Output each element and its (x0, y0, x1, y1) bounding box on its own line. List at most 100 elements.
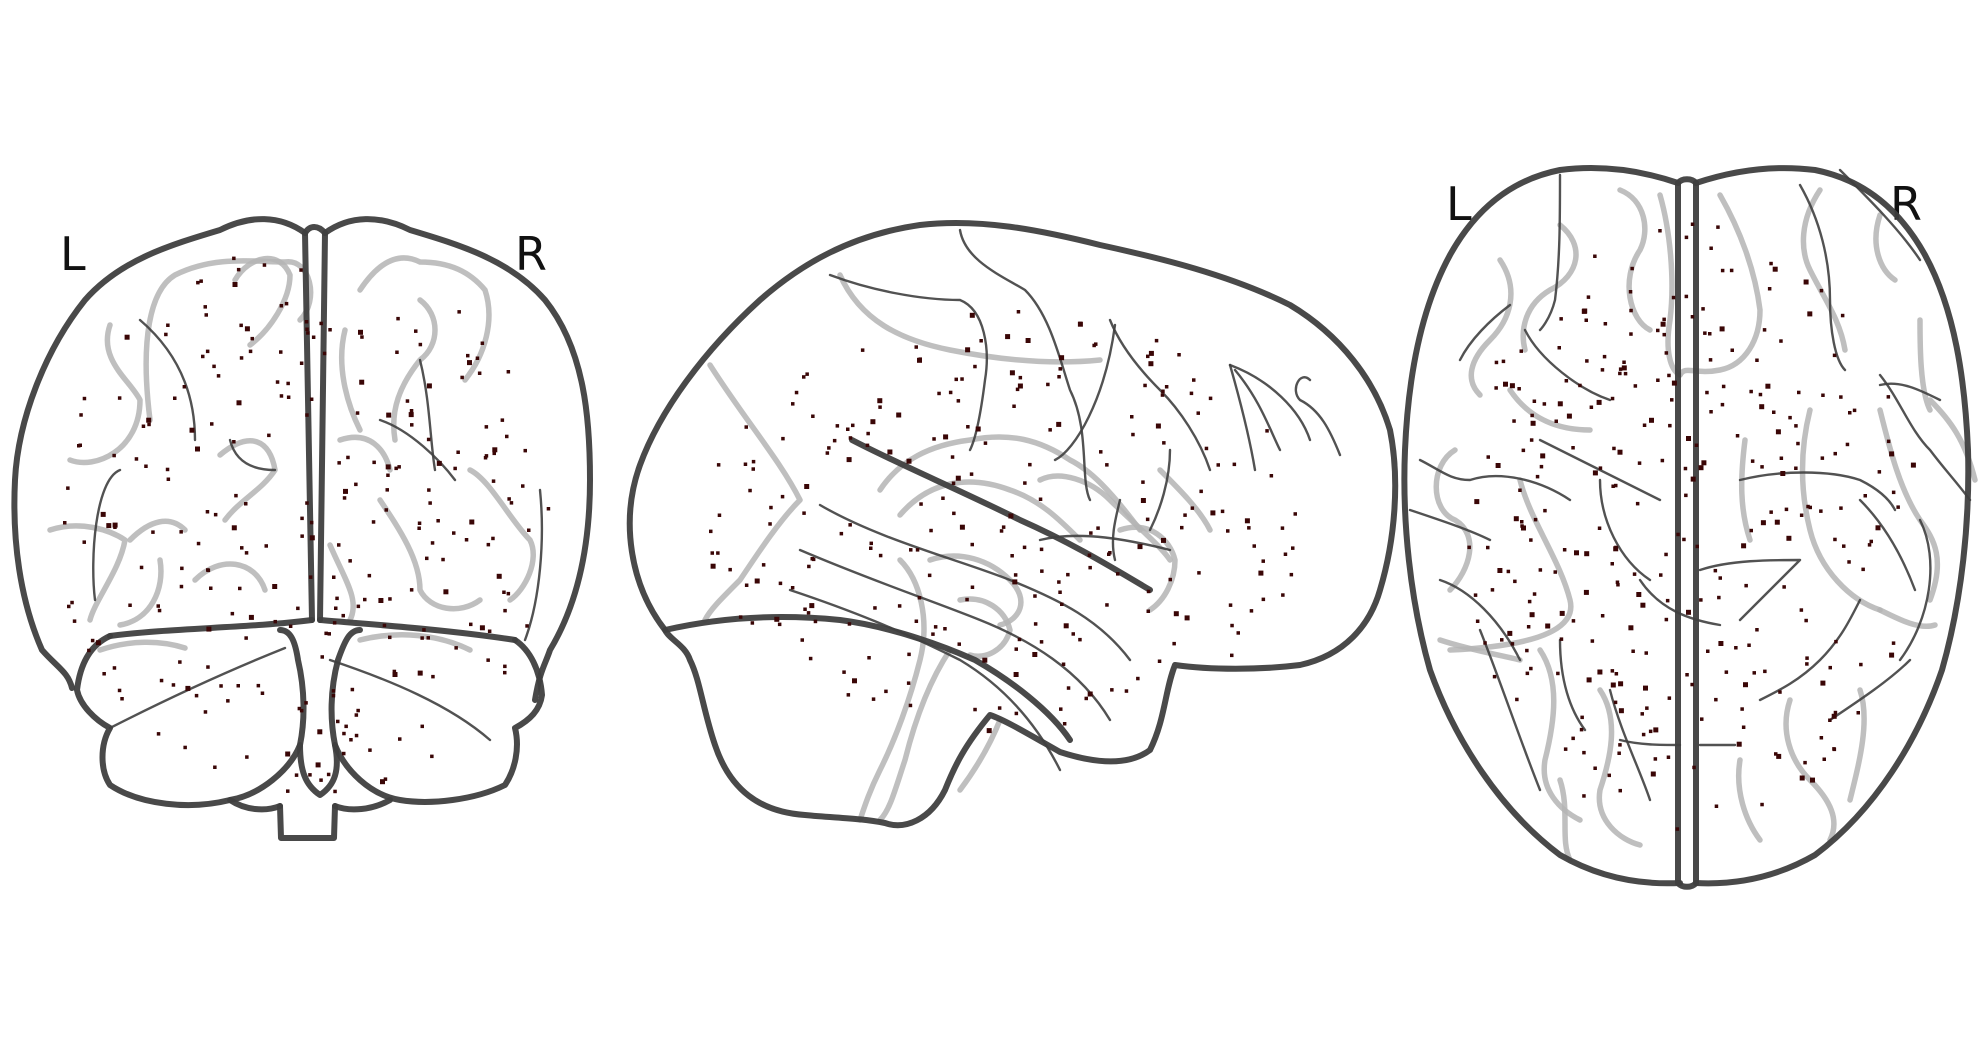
sagittal-activation-dot (1161, 389, 1165, 393)
axial-activation-dot (1828, 665, 1832, 670)
axial-activation-dot (1521, 448, 1526, 453)
coronal-activation-dot (418, 342, 423, 347)
coronal-activation-dot (203, 305, 207, 309)
axial-activation-dot (1529, 538, 1533, 542)
axial-activation-dot (1492, 674, 1497, 679)
sagittal-activation-dot (937, 391, 941, 396)
sagittal-activation-dot (918, 357, 922, 361)
sagittal-activation-dot (957, 642, 961, 646)
axial-activation-dot (1628, 625, 1634, 631)
sagittal-activation-dot (780, 494, 785, 499)
coronal-activation-dot (430, 754, 434, 759)
sagittal-activation-dot (751, 467, 755, 471)
coronal-activation-dot (304, 701, 308, 705)
coronal-activation-dot (454, 646, 458, 650)
axial-activation-dot (1612, 446, 1616, 451)
coronal-activation-dot (304, 320, 309, 324)
axial-activation-dot (1517, 387, 1521, 391)
coronal-activation-dot (300, 516, 304, 521)
axial-activation-dot (1694, 443, 1699, 447)
axial-activation-dot (1769, 510, 1773, 514)
coronal-activation-dot (326, 772, 331, 777)
coronal-activation-dot (245, 755, 249, 759)
axial-activation-dot (1607, 773, 1611, 778)
sagittal-activation-dot (754, 578, 760, 584)
axial-activation-dot (1779, 339, 1783, 343)
sagittal-activation-dot (1136, 676, 1140, 681)
axial-activation-dot (1765, 383, 1771, 389)
coronal-activation-dot (410, 423, 414, 427)
coronal-activation-dot (453, 466, 457, 471)
sagittal-activation-dot (1059, 707, 1063, 711)
sagittal-activation-dot (716, 463, 721, 467)
coronal-activation-dot (286, 381, 290, 386)
axial-activation-dot (1686, 436, 1691, 441)
sagittal-activation-dot (1130, 415, 1134, 419)
coronal-activation-dot (117, 396, 122, 400)
axial-activation-dot (1592, 470, 1598, 476)
sagittal-activation-dot (1160, 393, 1165, 397)
sagittal-activation-dot (1281, 593, 1285, 597)
axial-activation-dot (1615, 580, 1620, 584)
sagittal-activation-dot (1015, 387, 1020, 392)
axial-activation-dot (1774, 752, 1778, 756)
coronal-activation-dot (201, 354, 205, 359)
sagittal-activation-dot (1197, 571, 1201, 575)
sagittal-activation-dot (931, 632, 935, 636)
sagittal-activation-dot (948, 390, 953, 395)
coronal-activation-dot (380, 779, 385, 785)
axial-activation-dot (1540, 453, 1546, 459)
axial-activation-dot (1659, 573, 1663, 577)
coronal-activation-dot (332, 575, 336, 579)
axial-activation-dot (1703, 331, 1707, 335)
sagittal-activation-dot (919, 502, 923, 506)
axial-activation-dot (1574, 550, 1579, 556)
coronal-activation-dot (299, 708, 304, 713)
sagittal-activation-dot (1060, 602, 1064, 606)
coronal-activation-dot (171, 683, 176, 687)
sagittal-activation-dot (973, 707, 977, 712)
sagittal-activation-dot (1088, 565, 1092, 570)
sagittal-activation-dot (1078, 321, 1082, 326)
sagittal-activation-dot (1116, 572, 1120, 576)
axial-activation-dot (1525, 648, 1529, 653)
coronal-activation-dot (279, 394, 284, 398)
sagittal-view (626, 219, 1399, 829)
coronal-activation-dot (384, 508, 388, 512)
coronal-activation-dot (166, 323, 170, 327)
sagittal-activation-dot (1228, 603, 1233, 607)
sagittal-activation-dot (1146, 354, 1150, 359)
axial-activation-dot (1585, 359, 1589, 363)
axial-activation-dot (1582, 750, 1586, 755)
coronal-activation-dot (120, 697, 124, 701)
sagittal-activation-dot (805, 372, 809, 376)
axial-activation-dot (1749, 389, 1753, 394)
sagittal-activation-dot (1230, 653, 1234, 658)
coronal-activation-dot (230, 611, 235, 616)
axial-activation-dot (1518, 488, 1522, 492)
axial-activation-dot (1554, 419, 1558, 423)
coronal-activation-dot (320, 655, 324, 659)
axial-activation-dot (1579, 727, 1584, 732)
coronal-activation-dot (426, 383, 432, 389)
axial-activation-dot (1741, 725, 1746, 729)
axial-activation-dot (1664, 351, 1669, 355)
axial-activation-dot (1822, 757, 1826, 761)
coronal-activation-dot (178, 660, 182, 664)
axial-activation-dot (1656, 378, 1660, 382)
axial-activation-dot (1804, 618, 1808, 623)
axial-activation-dot (1796, 441, 1800, 446)
coronal-activation-dot (272, 584, 278, 589)
axial-activation-dot (1690, 682, 1694, 687)
axial-activation-dot (1610, 396, 1615, 401)
axial-activation-dot (1721, 384, 1726, 389)
coronal-activation-dot (392, 672, 398, 677)
sagittal-activation-dot (1172, 641, 1176, 646)
sagittal-activation-dot (811, 557, 816, 562)
axial-activation-dot (1597, 526, 1602, 530)
sagittal-activation-dot (871, 697, 876, 701)
coronal-activation-dot (128, 603, 132, 607)
coronal-activation-dot (146, 417, 152, 423)
coronal-activation-dot (420, 724, 424, 729)
sagittal-activation-dot (969, 312, 975, 318)
